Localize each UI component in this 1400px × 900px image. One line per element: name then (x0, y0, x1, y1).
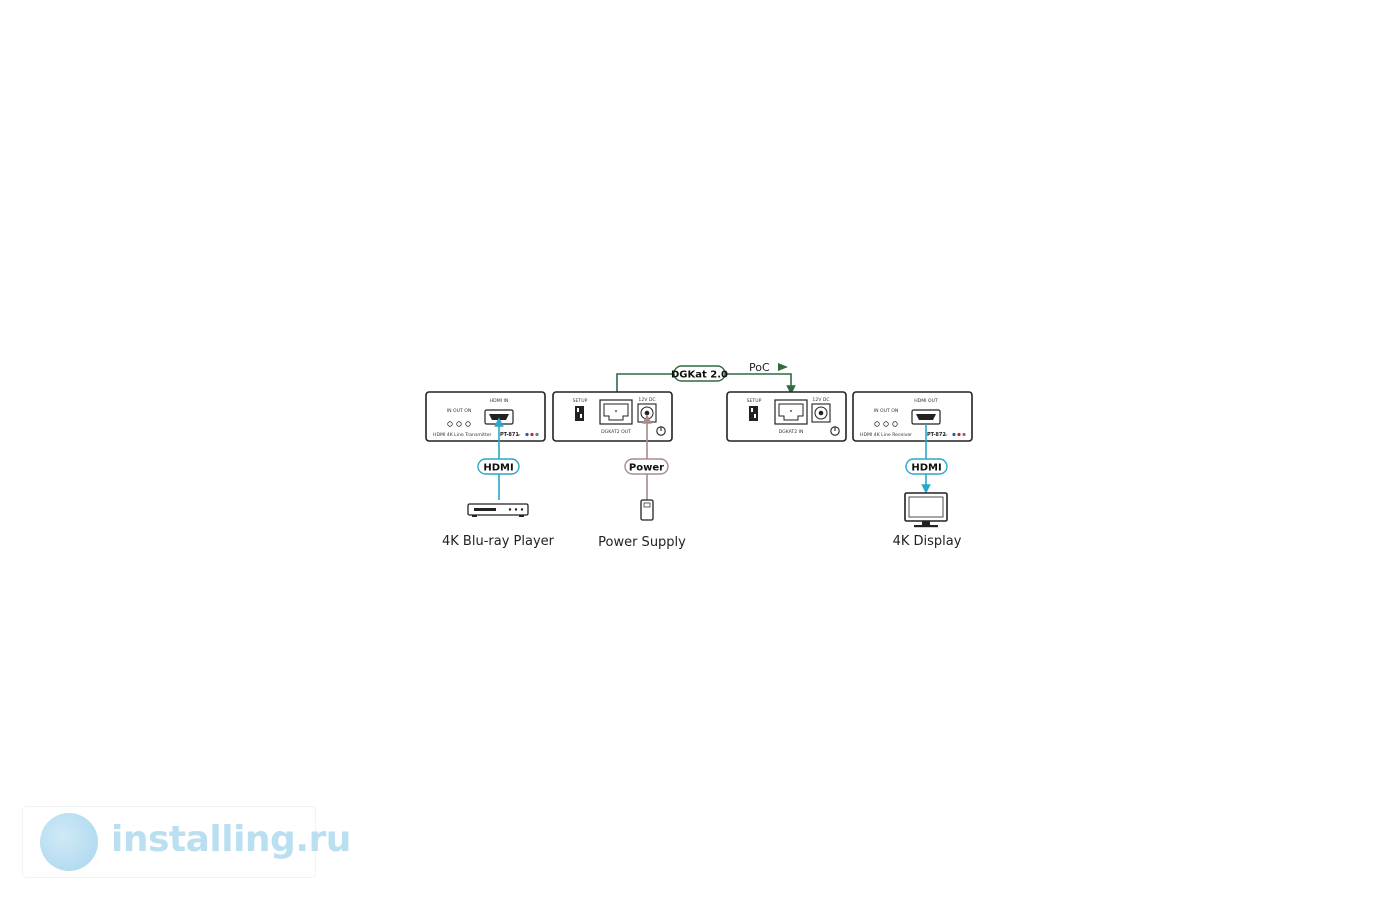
tx-setup-label: SETUP (573, 398, 588, 404)
hdmi-output-label: HDMI (911, 463, 941, 474)
led-on (892, 421, 898, 427)
dgkat-pill (673, 365, 726, 382)
dgkat-link: DGKat 2.0 PoC (612, 361, 796, 403)
power-connection: Power Power Supply (598, 414, 686, 550)
power-button-icon (656, 426, 666, 436)
led-on (465, 421, 471, 427)
poc-arrow-icon (778, 363, 788, 371)
rx-dgkat-port-label: DGKAT2 IN (779, 429, 804, 435)
power-pill (624, 458, 669, 475)
led-in (447, 421, 453, 427)
hdmi-in-label: HDMI IN (490, 398, 509, 404)
monitor-icon (904, 492, 948, 528)
led-out (456, 421, 462, 427)
watermark-text: installing.ru (111, 819, 351, 860)
rj45-port-icon (599, 399, 633, 425)
tx-model: PT-871 (500, 432, 519, 438)
transmitter-front-panel: HDMI IN IN OUT ON HDMI 4K Line Transmitt… (425, 391, 546, 442)
tx-led-label: IN OUT ON (447, 408, 472, 414)
power-cable-label: Power (629, 463, 664, 474)
dot-icon (530, 432, 534, 437)
dot-icon (525, 432, 529, 437)
rx-model: PT-872 (927, 432, 946, 438)
transmitter-rear-panel: SETUP 12V DC DGKAT2 OUT (552, 391, 673, 442)
hdmi-input-label: HDMI (483, 463, 513, 474)
watermark: installing.ru (22, 806, 351, 878)
rx-model-suffix: xr (944, 433, 948, 437)
hdmi-port-icon (484, 409, 514, 425)
receiver-rear-panel: SETUP 12V DC DGKAT2 IN (726, 391, 847, 442)
power-supply-label: Power Supply (598, 535, 686, 550)
bluray-player-icon (467, 503, 529, 517)
rx-dc-label: 12V DC (812, 397, 829, 403)
tx-product-name: HDMI 4K Line Transmitter (433, 432, 492, 438)
receiver-front-panel: HDMI OUT IN OUT ON HDMI 4K Line Receiver… (852, 391, 973, 442)
dgkat-label: DGKat 2.0 (671, 370, 728, 381)
hdmi-input-pill (477, 458, 520, 475)
dot-icon (952, 432, 956, 437)
tx-model-suffix: xr (517, 433, 521, 437)
hdmi-output-pill (905, 458, 948, 475)
dip-switch-icon (575, 406, 584, 421)
power-adapter-icon (640, 499, 654, 521)
hdmi-port-icon (911, 409, 941, 425)
hdmi-out-label: HDMI OUT (914, 398, 938, 404)
tx-dc-label: 12V DC (638, 397, 655, 403)
poc-label: PoC (749, 361, 770, 374)
rj45-port-icon (774, 399, 808, 425)
rx-setup-label: SETUP (747, 398, 762, 404)
power-button-icon (830, 426, 840, 436)
tx-dgkat-port-label: DGKAT2 OUT (601, 429, 631, 435)
dip-switch-icon (749, 406, 758, 421)
dot-icon (962, 432, 966, 437)
dc-jack-icon (811, 403, 831, 423)
rx-led-label: IN OUT ON (874, 408, 899, 414)
bluray-player-label: 4K Blu-ray Player (442, 534, 555, 549)
display-label: 4K Display (893, 534, 962, 549)
rx-product-name: HDMI 4K Line Receiver (860, 432, 912, 438)
source-connection: HDMI 4K Blu-ray Player (442, 417, 555, 549)
dot-icon (535, 432, 539, 437)
display-connection: HDMI 4K Display (893, 424, 962, 549)
dot-icon (957, 432, 961, 437)
led-out (883, 421, 889, 427)
watermark-logo-icon (40, 813, 98, 871)
led-in (874, 421, 880, 427)
